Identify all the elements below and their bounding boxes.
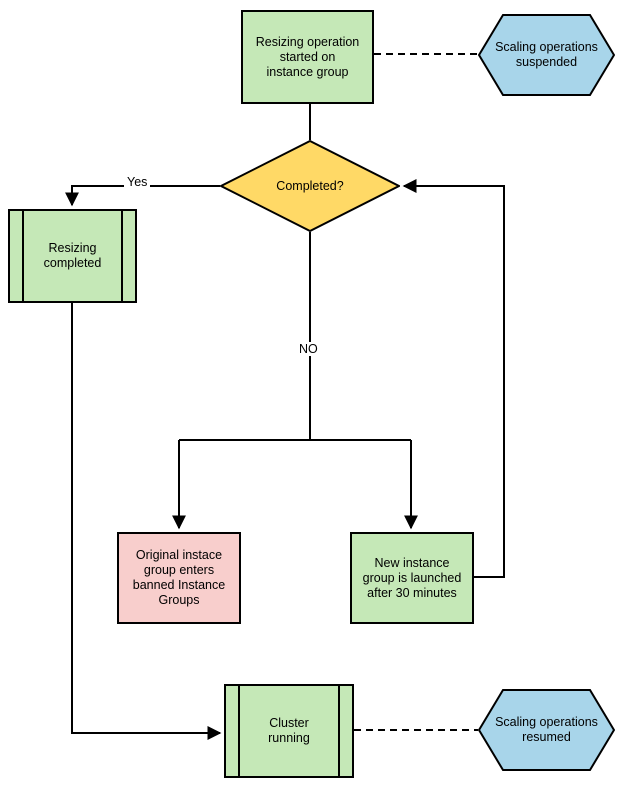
node-scaling-resumed[interactable]: Scaling operations resumed — [478, 689, 615, 771]
node-cluster-running-label: Cluster running — [268, 716, 310, 745]
node-cluster-running[interactable]: Cluster running — [224, 684, 354, 778]
node-resizing-started[interactable]: Resizing operation started on instance g… — [241, 10, 374, 104]
node-scaling-suspended[interactable]: Scaling operations suspended — [478, 14, 615, 96]
edge-new-group-back-to-completed — [402, 179, 505, 578]
node-resizing-completed[interactable]: Resizing completed — [8, 209, 137, 303]
edge-label-yes: Yes — [124, 175, 151, 189]
node-resizing-started-label: Resizing operation started on instance g… — [255, 34, 360, 79]
edge-label-no: NO — [296, 342, 321, 356]
node-banned-instance-groups[interactable]: Original instace group enters banned Ins… — [117, 532, 241, 624]
node-scaling-suspended-label: Scaling operations suspended — [495, 40, 598, 69]
node-resizing-completed-label: Resizing completed — [43, 241, 102, 270]
node-new-instance-group-label: New instance group is launched after 30 … — [362, 555, 462, 600]
edge-yes-to-resizing-completed — [65, 185, 220, 207]
edge-resizing-completed-to-cluster — [71, 303, 222, 740]
node-completed-decision-label: Completed? — [276, 179, 344, 193]
node-banned-instance-groups-label: Original instace group enters banned Ins… — [132, 548, 226, 607]
node-completed-decision[interactable]: Completed? — [220, 140, 400, 232]
node-new-instance-group[interactable]: New instance group is launched after 30 … — [350, 532, 474, 624]
node-scaling-resumed-label: Scaling operations resumed — [495, 715, 598, 744]
